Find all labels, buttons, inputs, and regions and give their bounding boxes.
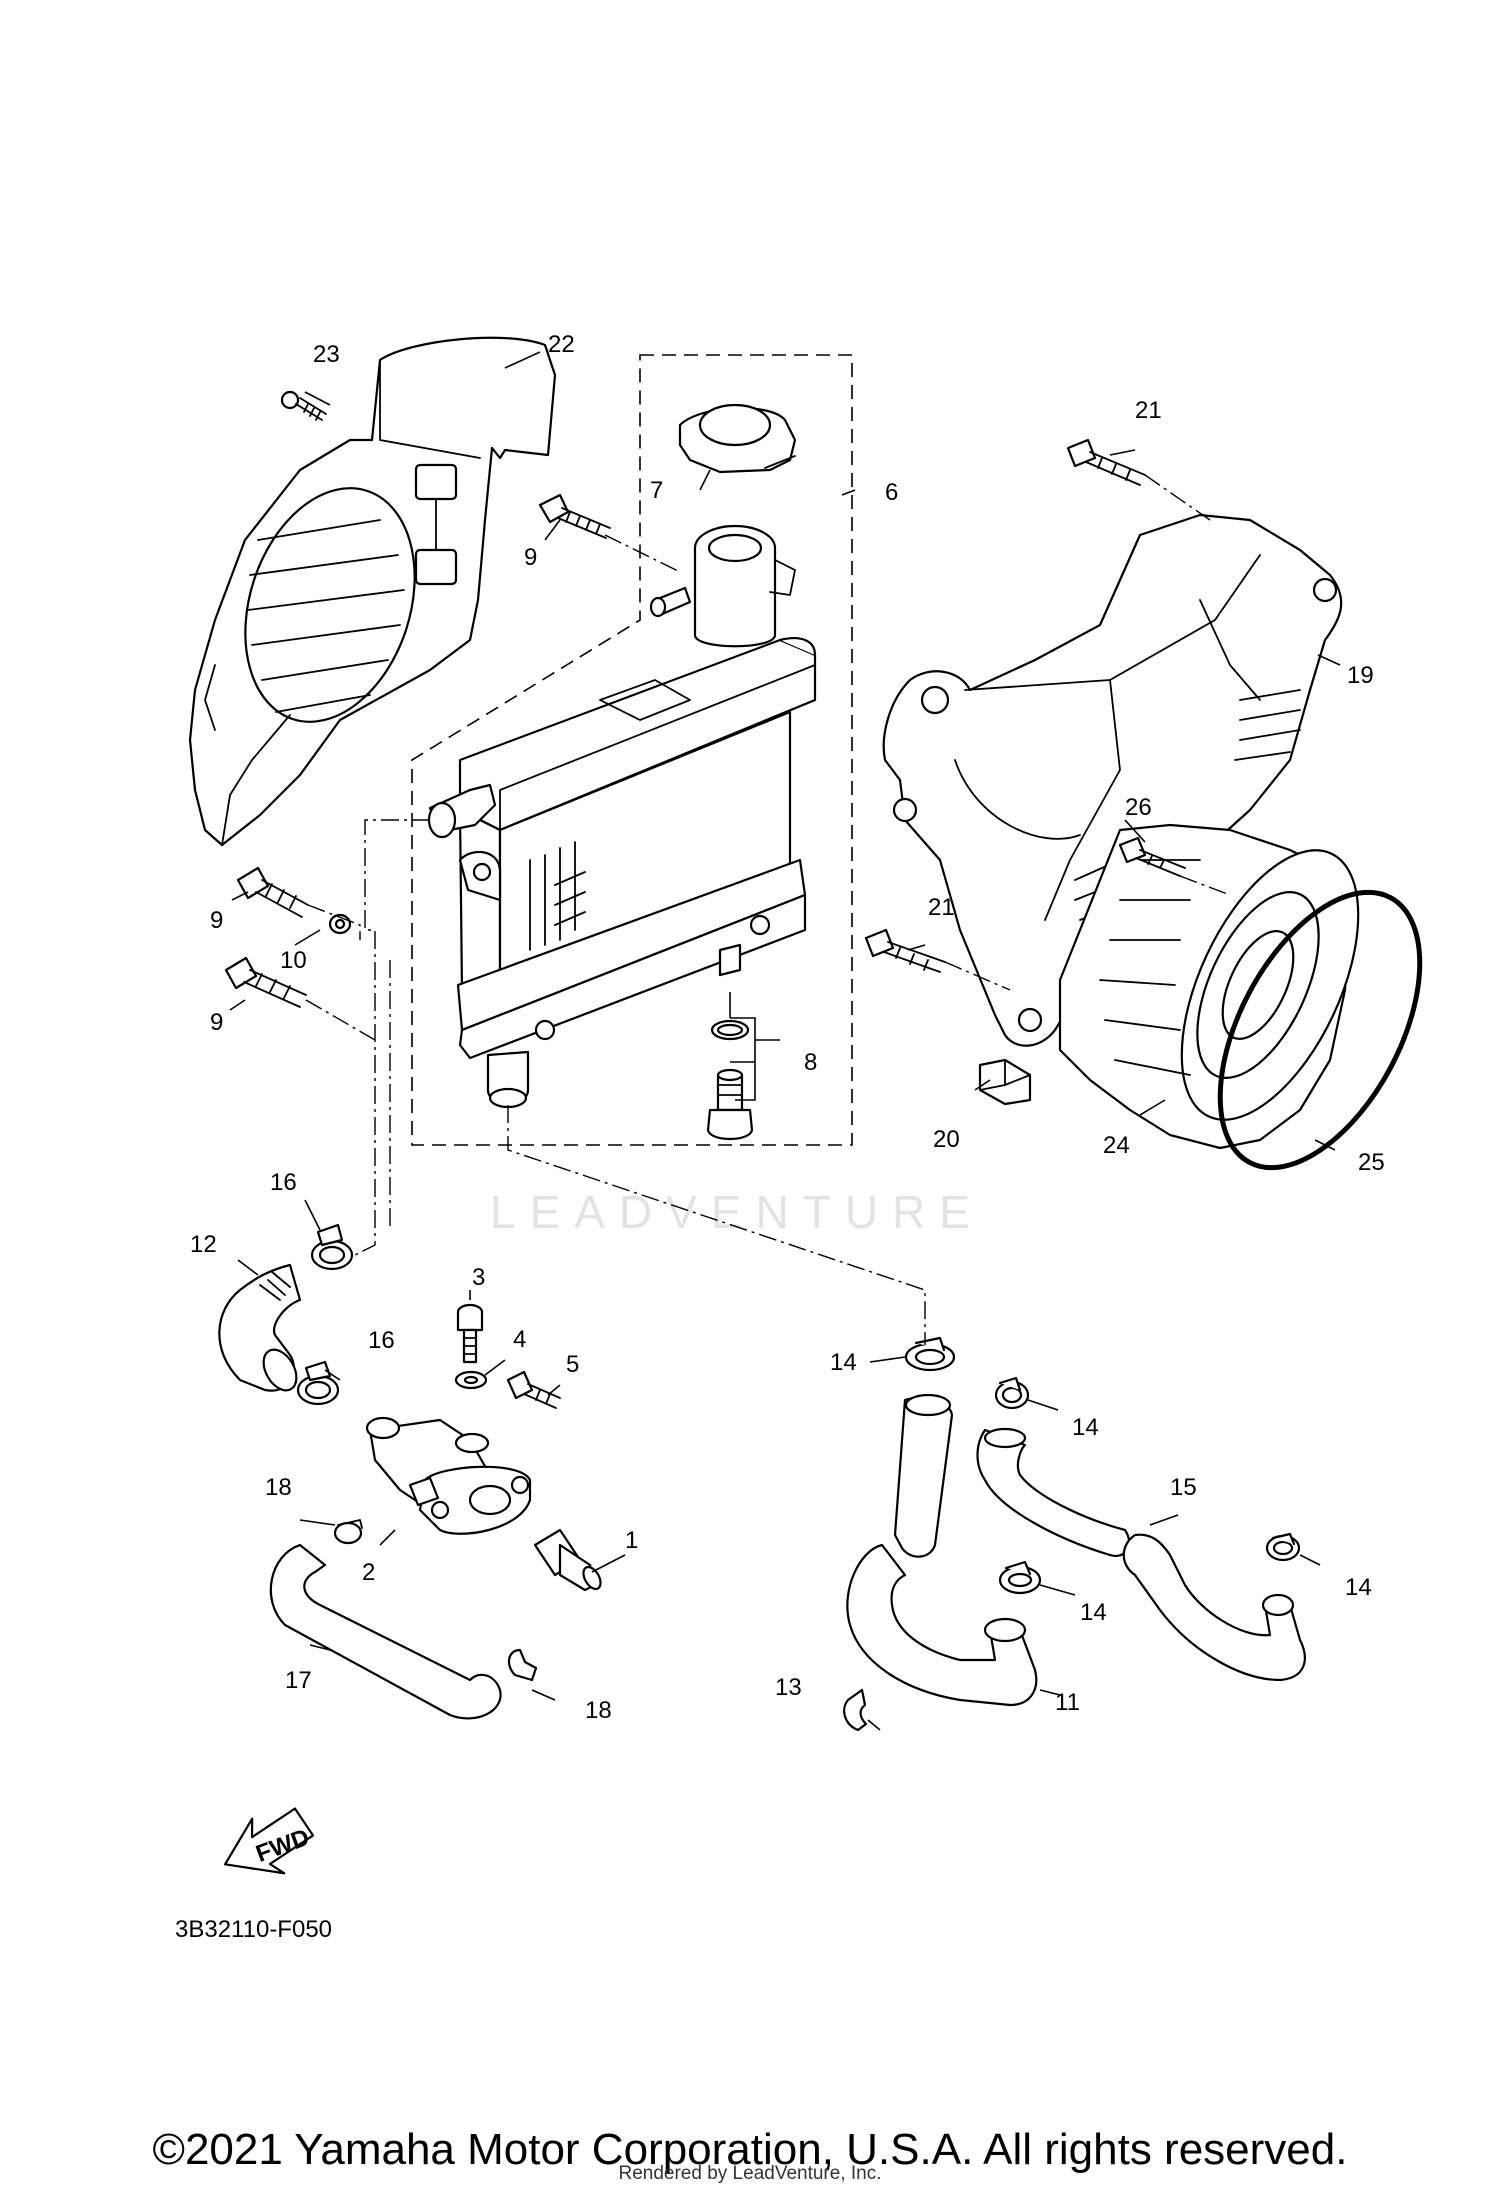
callout-9-top[interactable]: 9 [524, 544, 537, 571]
callout-16-a[interactable]: 16 [270, 1169, 297, 1196]
part-12-hose[interactable] [218, 1263, 303, 1396]
callout-15[interactable]: 15 [1170, 1474, 1197, 1501]
part-24-shroud[interactable] [1058, 823, 1395, 1150]
callout-23[interactable]: 23 [313, 341, 340, 368]
part-25-o-ring[interactable] [1179, 860, 1461, 1200]
part-18-clip-left[interactable] [333, 1519, 363, 1545]
part-2-thermostat-housing[interactable] [365, 1416, 532, 1535]
callout-labels: 1 2 3 4 5 6 7 8 9 9 9 10 11 12 13 14 14 … [190, 331, 1385, 1724]
callout-22[interactable]: 22 [548, 331, 575, 358]
callout-25[interactable]: 25 [1358, 1149, 1385, 1176]
diagram-code: 3B32110-F050 [175, 1916, 332, 1943]
callout-9-middle[interactable]: 9 [210, 907, 223, 934]
callout-14-c[interactable]: 14 [1080, 1599, 1107, 1626]
callout-4[interactable]: 4 [513, 1326, 526, 1353]
callout-14-a[interactable]: 14 [830, 1349, 857, 1376]
part-16-clamp-lower[interactable] [296, 1360, 340, 1406]
part-14-clamp-4[interactable] [1265, 1532, 1301, 1562]
part-9-bolt-lower[interactable] [224, 956, 307, 1008]
callout-12[interactable]: 12 [190, 1231, 217, 1258]
callout-18-a[interactable]: 18 [265, 1474, 292, 1501]
callout-24[interactable]: 24 [1103, 1132, 1130, 1159]
callout-6[interactable]: 6 [885, 479, 898, 506]
part-20-damper[interactable] [978, 1058, 1032, 1106]
callout-17[interactable]: 17 [285, 1667, 312, 1694]
callout-20[interactable]: 20 [933, 1126, 960, 1153]
callout-10[interactable]: 10 [280, 947, 307, 974]
part-21-bolt-top[interactable] [1066, 438, 1146, 486]
part-18-clip-right[interactable] [507, 1648, 538, 1682]
part-21-bolt-lower[interactable] [864, 928, 946, 973]
callout-18-b[interactable]: 18 [585, 1697, 612, 1724]
part-14-clamp-3[interactable] [998, 1560, 1042, 1595]
radiator-core[interactable] [427, 524, 817, 1109]
part-17-hose[interactable] [269, 1543, 502, 1720]
callout-14-b[interactable]: 14 [1072, 1414, 1099, 1441]
part-13-clip[interactable] [843, 1688, 868, 1732]
part-16-clamp-upper[interactable] [310, 1223, 354, 1271]
watermark: LEADVENTURE [490, 1186, 984, 1238]
callout-16-b[interactable]: 16 [368, 1327, 395, 1354]
part-7-radiator-cap[interactable] [678, 403, 797, 474]
part-14-clamp-2[interactable] [994, 1376, 1030, 1410]
rendered-by-credit: Rendered by LeadVenture, Inc. [618, 2163, 882, 2184]
leader-lines [229, 351, 1341, 1731]
part-9-bolt-middle[interactable] [236, 866, 309, 918]
callout-3[interactable]: 3 [472, 1264, 485, 1291]
callout-21-lower[interactable]: 21 [928, 894, 955, 921]
callout-2[interactable]: 2 [362, 1559, 375, 1586]
callout-5[interactable]: 5 [566, 1351, 579, 1378]
copyright-notice: ©2021 Yamaha Motor Corporation, U.S.A. A… [152, 2125, 1348, 2174]
part-8-drain-bolt[interactable] [706, 1019, 754, 1140]
part-15-hose-lower[interactable] [1122, 1533, 1306, 1682]
callout-14-d[interactable]: 14 [1345, 1574, 1372, 1601]
part-15-hose-upper[interactable] [976, 1427, 1131, 1558]
part-5-bleed-bolt[interactable] [506, 1370, 561, 1409]
callout-11[interactable]: 11 [1055, 1689, 1080, 1716]
callout-8[interactable]: 8 [804, 1049, 817, 1076]
radiator-assembly-outline [411, 354, 853, 1146]
callout-19[interactable]: 19 [1347, 662, 1374, 689]
part-4-washer[interactable] [454, 1370, 488, 1390]
part-23-screw[interactable] [280, 390, 327, 421]
part-3-bolt[interactable] [456, 1303, 484, 1364]
callout-1[interactable]: 1 [625, 1527, 638, 1554]
part-14-clamp-1[interactable] [904, 1336, 956, 1372]
callout-21-top[interactable]: 21 [1135, 397, 1162, 424]
callout-26[interactable]: 26 [1125, 794, 1152, 821]
part-1-sensor[interactable] [533, 1528, 604, 1592]
callout-13[interactable]: 13 [775, 1674, 802, 1701]
callout-9-lower[interactable]: 9 [210, 1009, 223, 1036]
connection-lines [305, 474, 1231, 1345]
part-22-radiator-cover[interactable] [188, 336, 557, 847]
part-26-bolt[interactable] [1118, 836, 1186, 877]
part-9-bolt-top[interactable] [538, 493, 611, 539]
part-11-hose[interactable] [846, 1393, 1038, 1707]
fwd-arrow-icon: FWD [223, 1807, 315, 1875]
callout-7[interactable]: 7 [650, 477, 663, 504]
